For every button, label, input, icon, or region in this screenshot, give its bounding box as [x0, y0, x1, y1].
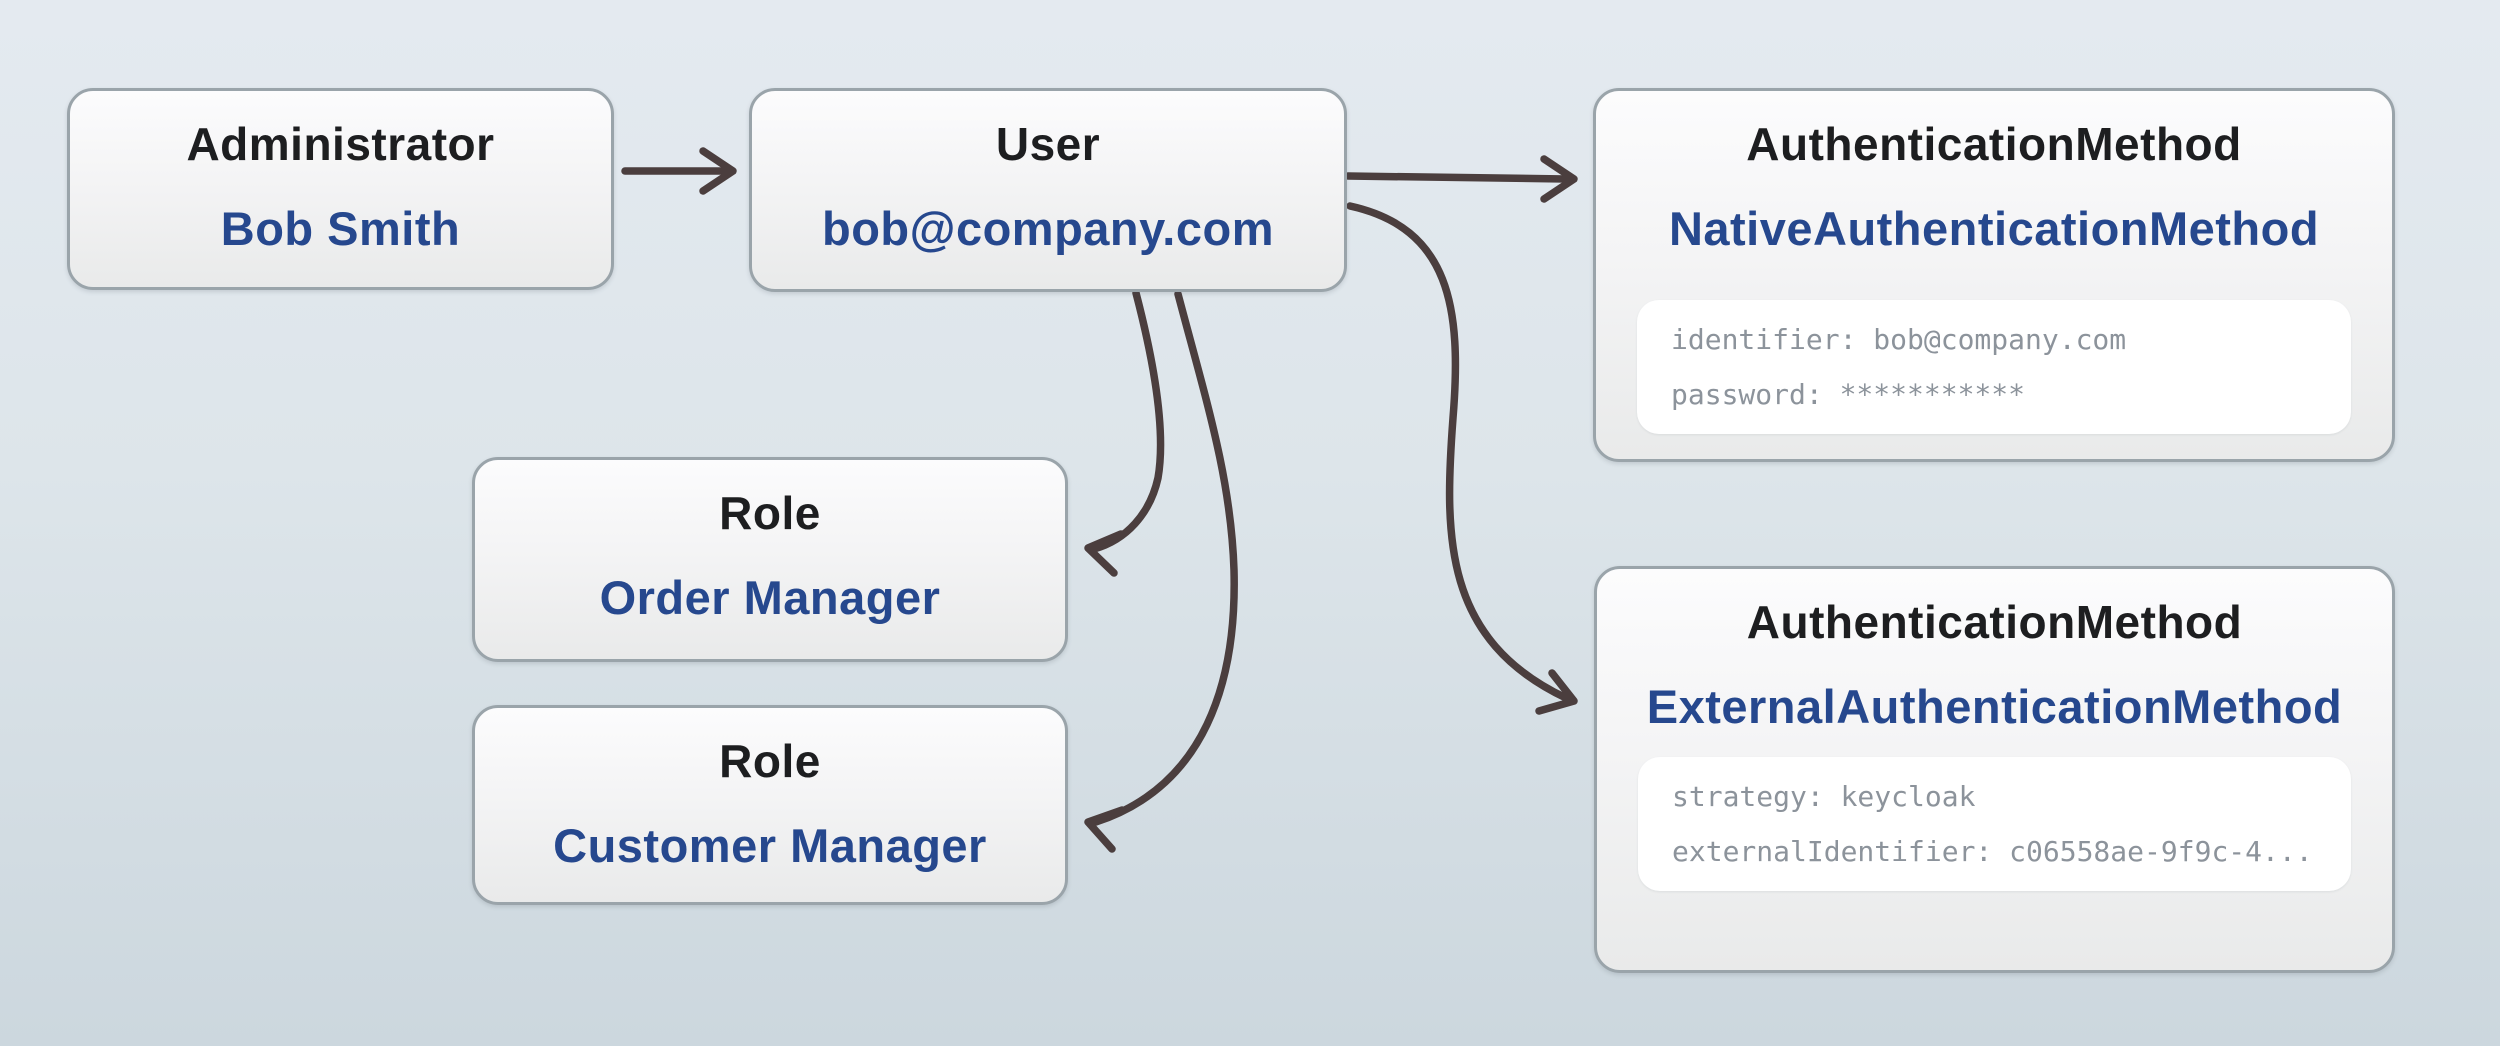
node-type-label: Role [719, 487, 821, 539]
attribute-identifier: identifier: bob@company.com [1671, 323, 2127, 356]
node-instance-label: NativeAuthenticationMethod [1668, 202, 2320, 255]
node-type-label: Role [719, 735, 821, 787]
edge-user-to-role-order-manager [1084, 289, 1165, 577]
edge-user-to-external-authentication-method [1346, 202, 1578, 715]
attributes-panel: identifier: bob@company.com password: **… [1637, 300, 2351, 434]
node-administrator: Administrator Bob Smith [67, 88, 614, 290]
edge-user-to-native-authentication-method [1344, 155, 1578, 203]
node-instance-label: Bob Smith [220, 202, 461, 255]
node-instance-label: bob@company.com [821, 202, 1274, 255]
edge-administrator-to-user [621, 147, 737, 195]
attributes-panel: strategy: keycloak externalIdentifier: c… [1638, 757, 2351, 891]
node-type-label: User [995, 118, 1101, 170]
node-type-label: AuthenticationMethod [1746, 118, 2242, 170]
node-instance-label: ExternalAuthenticationMethod [1646, 680, 2343, 733]
attribute-external-identifier: externalIdentifier: c06558ae-9f9c-4... [1672, 835, 2313, 868]
node-type-label: AuthenticationMethod [1746, 596, 2243, 648]
node-instance-label: Customer Manager [553, 819, 987, 872]
node-instance-label: Order Manager [599, 571, 941, 624]
edge-user-to-role-customer-manager [1084, 290, 1238, 853]
attribute-password: password: *********** [1671, 378, 2026, 411]
node-native-authentication-method: AuthenticationMethod NativeAuthenticatio… [1593, 88, 2395, 462]
node-role-customer-manager: Role Customer Manager [472, 705, 1068, 905]
node-user: User bob@company.com [749, 88, 1347, 292]
node-type-label: Administrator [186, 118, 495, 170]
attribute-strategy: strategy: keycloak [1672, 780, 1976, 813]
node-external-authentication-method: AuthenticationMethod ExternalAuthenticat… [1594, 566, 2395, 973]
node-role-order-manager: Role Order Manager [472, 457, 1068, 662]
